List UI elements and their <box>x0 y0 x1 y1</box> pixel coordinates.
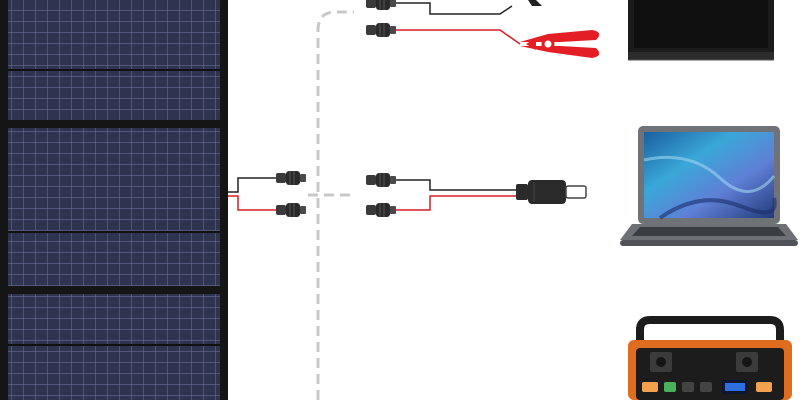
alligator-clip-cable <box>365 0 542 45</box>
solar-panel-icon <box>0 0 228 400</box>
dc-plug-icon <box>516 180 587 204</box>
laptop-icon <box>620 126 798 246</box>
dc-plug-cable <box>365 172 518 218</box>
power-station-icon <box>628 316 792 400</box>
panel-output-cable <box>228 170 307 218</box>
car-battery-icon <box>628 0 774 61</box>
alligator-clip-icon <box>520 30 600 58</box>
dashed-connection-line <box>308 10 354 400</box>
